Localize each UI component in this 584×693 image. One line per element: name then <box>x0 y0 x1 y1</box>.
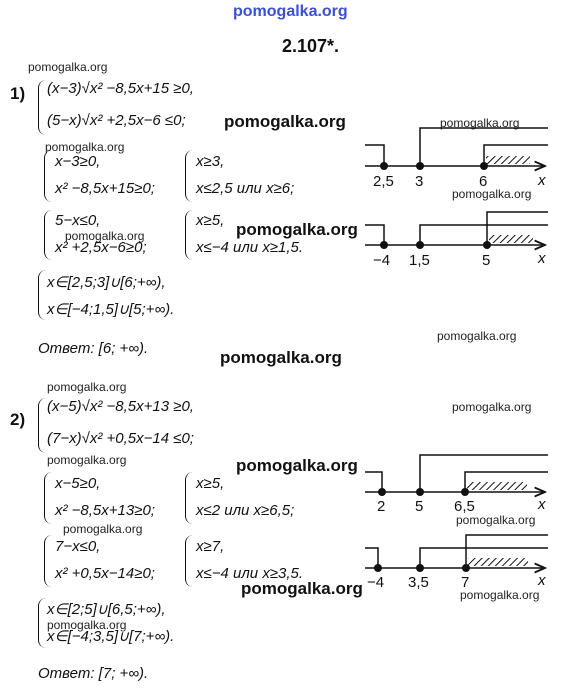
system-line: x≥7, <box>196 538 225 555</box>
system-line: x≤2 или x≥6,5; <box>196 502 295 519</box>
system-line: x≤2,5 или x≥6; <box>196 180 295 197</box>
tick-label: 1,5 <box>409 252 430 269</box>
part-number: 1) <box>10 84 26 103</box>
number-line-graph-4 <box>365 534 548 572</box>
number-line-graph-1 <box>365 127 548 170</box>
watermark: pomogalka.org <box>241 579 363 598</box>
system-line: x≥5, <box>196 475 225 492</box>
axis-variable: x <box>538 496 546 513</box>
watermark: pomogalka.org <box>456 513 536 527</box>
system-line: x≤−4 или x≥1,5. <box>196 239 304 256</box>
axis-variable: x <box>538 172 546 189</box>
watermark: pomogalka.org <box>220 348 342 367</box>
answer: Ответ: [6; +∞). <box>38 340 148 357</box>
system-brace <box>44 150 53 202</box>
tick-label: 6,5 <box>454 498 475 515</box>
watermark: pomogalka.org <box>224 112 346 131</box>
system-line: x² +0,5x−14≥0; <box>55 565 155 582</box>
answer-label: Ответ <box>38 665 91 682</box>
watermark: pomogalka.org <box>47 453 127 467</box>
tick-label: −4 <box>373 252 391 269</box>
watermark: pomogalka.org <box>440 116 520 130</box>
system-line: (5−x)√x² +2,5x−6 ≤0; <box>47 112 186 129</box>
answer: Ответ: [7; +∞). <box>38 665 148 682</box>
system-brace <box>38 80 47 135</box>
answer-value: : [6; +∞). <box>90 340 149 357</box>
system-line: x≥5, <box>196 212 225 229</box>
watermark: pomogalka.org <box>47 618 127 632</box>
number-line-graph-3 <box>365 454 548 496</box>
tick-label: 3,5 <box>408 574 429 591</box>
system-brace <box>44 210 53 260</box>
system-line: x−5≥0, <box>55 475 101 492</box>
system-line: (x−5)√x² −8,5x+13 ≥0, <box>47 398 194 415</box>
system-line: x∈[−4;1,5]∪[5;+∞). <box>47 301 175 318</box>
tick-label: 3 <box>415 173 424 190</box>
part-number: 2) <box>10 410 26 429</box>
watermark: pomogalka.org <box>63 522 143 536</box>
tick-label: −4 <box>367 574 385 591</box>
watermark: pomogalka.org <box>65 229 145 243</box>
answer-value: : [7; +∞). <box>90 665 149 682</box>
watermark: pomogalka.org <box>236 456 358 475</box>
axis-variable: x <box>538 572 546 589</box>
watermark: pomogalka.org <box>452 187 532 201</box>
system-line: (x−3)√x² −8,5x+15 ≥0, <box>47 80 194 97</box>
answer-label: Ответ <box>38 340 91 357</box>
tick-label: 5 <box>482 252 491 269</box>
watermark: pomogalka.org <box>28 60 108 74</box>
tick-label: 6 <box>479 173 488 190</box>
watermark: pomogalka.org <box>47 380 127 394</box>
system-brace <box>185 472 194 524</box>
system-brace <box>38 270 47 320</box>
watermark: pomogalka.org <box>452 400 532 414</box>
system-line: x−3≥0, <box>55 153 101 170</box>
axis-variable: x <box>538 250 546 267</box>
system-brace <box>185 210 194 260</box>
system-line: x∈[2;5]∪[6,5;+∞), <box>47 601 166 618</box>
system-line: x² +2,5x−6≥0; <box>55 239 147 256</box>
system-brace <box>185 150 194 202</box>
system-line: x² −8,5x+15≥0; <box>55 180 155 197</box>
watermark: pomogalka.org <box>437 329 517 343</box>
system-brace <box>44 472 53 524</box>
system-line: x∈[−4;3,5]∪[7;+∞). <box>47 628 175 645</box>
system-line: 7−x≤0, <box>55 538 101 555</box>
problem-title: 2.107*. <box>282 36 340 56</box>
system-brace <box>38 598 47 648</box>
watermark: pomogalka.org <box>45 140 125 154</box>
watermark: pomogalka.org <box>460 588 540 602</box>
system-brace <box>38 398 47 453</box>
tick-label: 7 <box>461 574 470 591</box>
tick-label: 2,5 <box>373 173 394 190</box>
system-line: x∈[2,5;3]∪[6;+∞), <box>47 274 166 291</box>
system-line: 5−x≤0, <box>55 212 101 229</box>
system-line: x≥3, <box>196 153 225 170</box>
system-line: x≤−4 или x≥3,5. <box>196 565 304 582</box>
tick-label: 5 <box>415 498 424 515</box>
system-brace <box>44 535 53 587</box>
system-brace <box>185 535 194 587</box>
tick-label: 2 <box>377 498 386 515</box>
watermark-top: pomogalka.org <box>233 3 348 20</box>
system-line: x² −8,5x+13≥0; <box>55 502 155 519</box>
number-line-graph-2 <box>365 211 548 249</box>
watermark: pomogalka.org <box>236 220 358 239</box>
system-line: (7−x)√x² +0,5x−14 ≤0; <box>47 430 194 447</box>
